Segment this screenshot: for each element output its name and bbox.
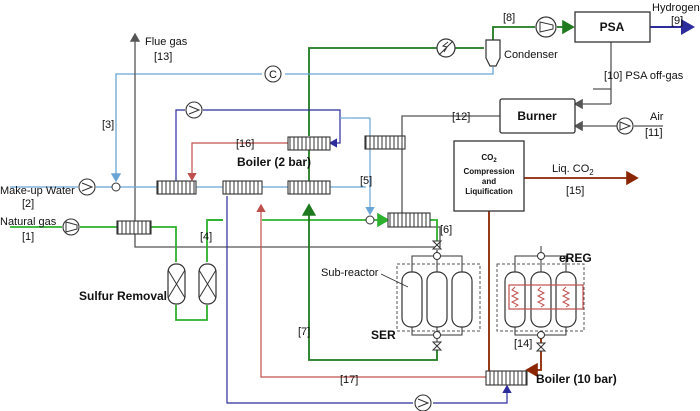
stream-13-label: [13]: [154, 51, 172, 63]
burner-unit: Burner: [499, 98, 576, 134]
hx-ser-feed: [387, 212, 431, 228]
co2-compression-label: Compression: [463, 167, 514, 176]
boiler2-pump: [185, 101, 203, 119]
to-sulfur-line: [151, 226, 177, 262]
syngas-up-line: [308, 47, 437, 136]
boiler-10bar-label: Boiler (10 bar): [536, 372, 617, 386]
gas-cooler: [436, 38, 456, 58]
ereg-reactor: [496, 246, 585, 352]
ser-inlet-valve: [431, 240, 443, 250]
stream-12-line: [396, 115, 500, 228]
stream-3-label: [3]: [102, 119, 114, 131]
stream-2-label: [2]: [22, 198, 34, 210]
stream-16-label: [16]: [236, 138, 254, 150]
liq-co2-subscript: 2: [589, 168, 594, 177]
ereg-outlet-valve: [535, 342, 547, 352]
stream-8-line: [492, 26, 535, 40]
sub-reactor-3: [451, 271, 473, 328]
boiler-2bar-hx: [287, 136, 331, 151]
psa-label: PSA: [600, 20, 625, 34]
makeup-water-pump: [78, 178, 96, 196]
stream-5-label: [5]: [360, 175, 372, 187]
co2-label: CO: [481, 153, 493, 162]
streams: [10, 19, 695, 404]
boiler-10bar-hx: [485, 370, 528, 386]
boiler2-feed-line: [175, 109, 185, 187]
hx-natgas-preheater: [116, 220, 152, 235]
stream-16-line: [187, 142, 288, 182]
co2-and-label: and: [482, 177, 496, 186]
stream-5-line: [352, 117, 375, 216]
hx-water-3: [287, 180, 331, 195]
svg-text:Liq. CO2: Liq. CO2: [552, 163, 594, 177]
sub-reactor-1: [401, 271, 423, 328]
stream-1-label: [1]: [22, 231, 34, 243]
stream-7-line: [301, 203, 438, 361]
flue-gas-label: Flue gas: [145, 36, 188, 48]
condensate-line: [285, 67, 494, 75]
burner-label: Burner: [517, 109, 557, 123]
makeup-water-label: Make-up Water: [0, 185, 75, 197]
stream-6-label: [6]: [440, 224, 452, 236]
ser-label: SER: [371, 328, 396, 342]
co2-liquification-label: Liquification: [465, 187, 513, 196]
hx-burner-gas: [364, 135, 406, 150]
air-label: Air: [650, 111, 664, 123]
natgas-compressor: [62, 218, 80, 236]
water-mixer: [111, 182, 121, 192]
stream-8-label: [8]: [503, 12, 515, 24]
condenser: [485, 39, 501, 67]
psa-unit: PSA: [574, 11, 651, 43]
ser-reactor: [396, 240, 481, 351]
stream-17-line: [256, 203, 486, 378]
stream-12-label: [12]: [452, 111, 470, 123]
hx-water-2: [222, 180, 263, 195]
sub-reactor-2: [426, 271, 448, 328]
boiler10-pump: [414, 394, 432, 411]
heat-exchangers: [116, 135, 528, 386]
electric-heater-loop: [508, 284, 584, 310]
sub-reactor-pointer: [380, 273, 409, 288]
hydrogen-label: Hydrogen: [652, 2, 700, 14]
boiler10-feed-line: [226, 196, 413, 404]
hx-water-1: [156, 180, 197, 195]
stream-15-label: [15]: [566, 185, 584, 197]
stream-7-label: [7]: [298, 326, 310, 338]
svg-text:CO2: CO2: [481, 153, 497, 164]
sulfur-removal-label: Sulfur Removal: [79, 289, 167, 303]
compressor-c: C: [264, 65, 282, 83]
co2-compression-unit: CO2 Compression and Liquification: [453, 140, 525, 212]
liq-co2-label: Liq. CO: [552, 163, 590, 175]
air-blower: [616, 117, 634, 135]
stream-4-label: [4]: [200, 231, 212, 243]
stream-9-label: [9]: [671, 15, 683, 27]
natural-gas-label: Natural gas: [0, 216, 57, 228]
stream-6-line: [430, 219, 438, 246]
stream-11-label: [11]: [645, 127, 663, 139]
stream-14-label: [14]: [514, 338, 532, 350]
psa-compressor: [535, 16, 557, 38]
ereg-label: eREG: [559, 251, 592, 265]
sulfur-removal-vessels: [167, 263, 217, 305]
boiler-2bar-label: Boiler (2 bar): [237, 155, 311, 169]
stream-10-label: [10] PSA off-gas: [604, 70, 684, 82]
co2-subscript: 2: [493, 158, 497, 164]
labels: Hydrogen [9] [8] Condenser Flue gas [13]…: [0, 2, 700, 386]
ser-outlet-valve: [431, 341, 443, 351]
stream-17-label: [17]: [340, 374, 358, 386]
sub-reactor-label: Sub-reactor: [321, 267, 379, 279]
steam-mixer: [365, 215, 375, 225]
compressor-c-label: C: [269, 69, 277, 81]
stream-3-line: [110, 73, 262, 183]
condenser-label: Condenser: [504, 49, 558, 61]
